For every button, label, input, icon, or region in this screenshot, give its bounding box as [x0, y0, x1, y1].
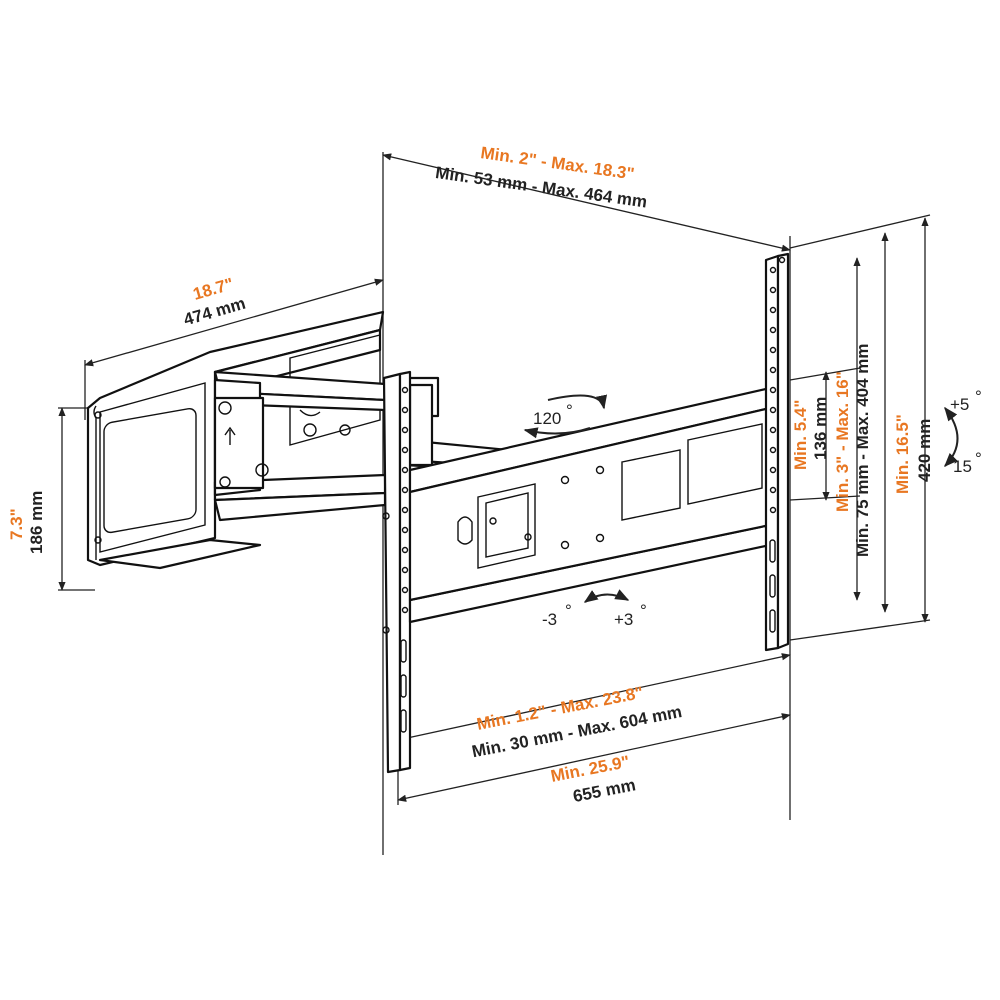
- label-bracket-width: Min. 25.9" 655 mm: [549, 752, 637, 806]
- wall-plate-width-imperial: Min. 5.4": [791, 400, 810, 470]
- wall-plate-height-imperial: 7.3": [7, 508, 26, 540]
- right-post: [764, 252, 790, 652]
- bracket-height-imperial: Min. 16.5": [893, 414, 912, 494]
- arm-length-metric: 474 mm: [182, 294, 248, 330]
- swivel-degree-sign: °: [566, 401, 573, 420]
- wall-plate-width-metric: 136 mm: [811, 397, 830, 460]
- wall-plate: [86, 310, 385, 570]
- label-arm-length: 18.7" 474 mm: [182, 274, 248, 330]
- wall-plate-height-metric: 186 mm: [27, 491, 46, 554]
- tilt-down-value: 15: [953, 457, 972, 476]
- tilt-down-degree-sign: °: [975, 449, 982, 468]
- angle-swivel: 120 °: [533, 401, 573, 428]
- horizontal-rails: [408, 386, 772, 624]
- label-vesa-vertical: Min. 3" - Max. 16" Min. 75 mm - Max. 404…: [833, 343, 872, 557]
- level-minus-value: -3: [542, 610, 557, 629]
- angle-level: -3 ° +3 °: [542, 601, 647, 629]
- level-minus-degree-sign: °: [565, 601, 572, 620]
- rotation-arrows: [523, 394, 959, 603]
- level-plus-value: +3: [614, 610, 633, 629]
- left-post: [382, 370, 412, 774]
- bracket-height-metric: 420 mm: [915, 419, 934, 482]
- label-vesa-horizontal: Min. 1.2" - Max. 23.8" Min. 30 mm - Max.…: [470, 683, 683, 761]
- swivel-angle-value: 120: [533, 409, 561, 428]
- label-bracket-height: Min. 16.5" 420 mm: [893, 414, 934, 494]
- label-wall-plate-height: 7.3" 186 mm: [7, 491, 46, 554]
- label-wall-plate-width: Min. 5.4" 136 mm: [791, 397, 830, 470]
- tilt-up-degree-sign: °: [975, 387, 982, 406]
- dimension-lines: [58, 152, 931, 855]
- angle-tilt: +5 ° 15 °: [950, 387, 982, 476]
- vesa-vertical-imperial: Min. 3" - Max. 16": [833, 371, 852, 512]
- vesa-vertical-metric: Min. 75 mm - Max. 404 mm: [853, 343, 872, 557]
- tilt-up-value: +5: [950, 395, 969, 414]
- level-plus-degree-sign: °: [640, 601, 647, 620]
- label-depth-range: Min. 2" - Max. 18.3" Min. 53 mm - Max. 4…: [434, 143, 648, 211]
